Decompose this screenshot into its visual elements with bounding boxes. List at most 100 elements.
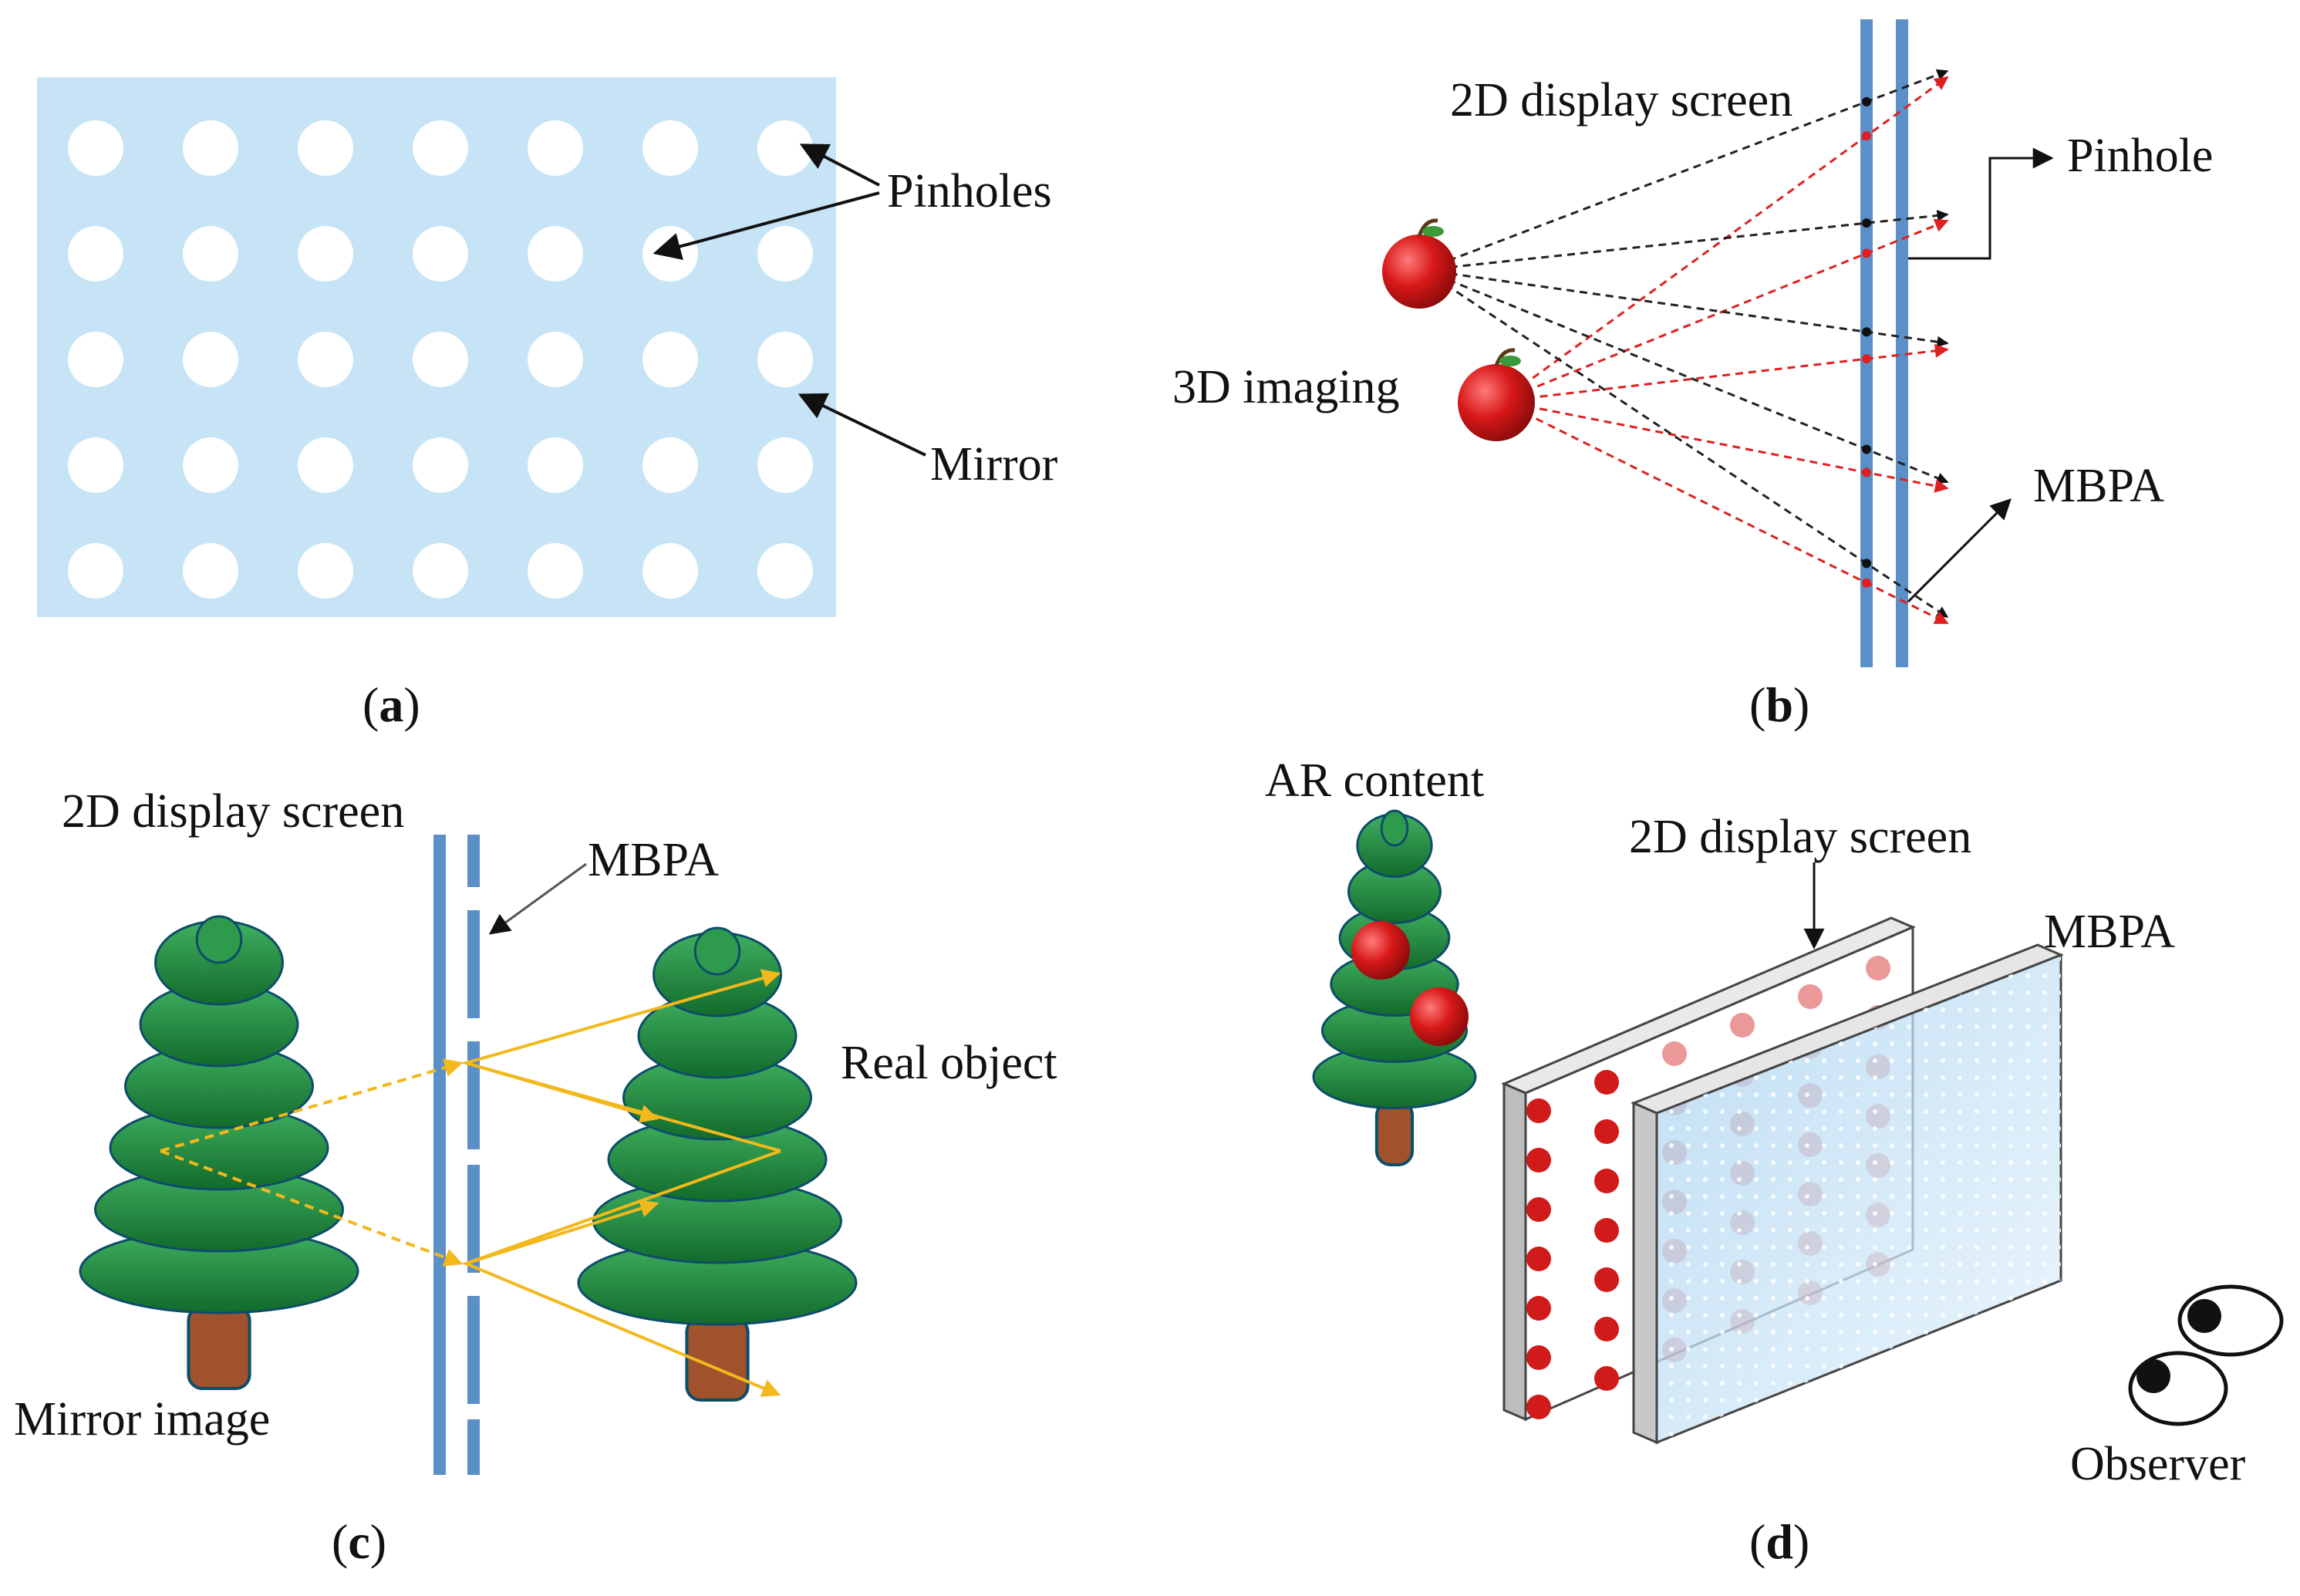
display-screen-label: 2D display screen (1450, 74, 1792, 127)
mbpa-panel (1631, 943, 2064, 1445)
observer-eyes (2128, 1284, 2284, 1426)
virtual-ray (160, 1149, 464, 1267)
reflected-ray (465, 1200, 659, 1265)
apple-thumbnail (1594, 1366, 1619, 1391)
ray-dot (1862, 131, 1871, 141)
ray-dot (1862, 96, 1871, 106)
red-ray (1500, 400, 1949, 625)
pinhole (642, 437, 698, 493)
apple (1410, 987, 1469, 1046)
pinhole (642, 120, 698, 176)
pinhole (528, 226, 583, 282)
apple-thumbnail (1594, 1119, 1619, 1144)
mbpa-label: MBPA (2044, 906, 2175, 958)
apple-thumbnail (1526, 1148, 1551, 1173)
pinhole (757, 437, 813, 493)
mirror-label: Mirror (930, 438, 1058, 491)
apple-thumbnail (1594, 1218, 1619, 1243)
ray-dot (1862, 467, 1871, 477)
display-screen-label: 2D display screen (1629, 811, 1971, 863)
panel-b: 2D display screen 3D imaging Pinhole MBP… (1172, 19, 2213, 732)
tree-trunk (187, 1305, 251, 1390)
virtual-ray (160, 1058, 464, 1152)
black-ray (1423, 268, 1949, 348)
pinhole (298, 543, 353, 599)
apple-thumbnail (1730, 1013, 1755, 1038)
caption-d: (d) (1749, 1514, 1809, 1569)
apple-thumbnail (1526, 1197, 1551, 1222)
pinhole (298, 332, 353, 387)
mbpa-segment (467, 1419, 480, 1475)
tree-tip (1380, 809, 1409, 847)
tree-tip (693, 926, 741, 976)
mbpa-segment (467, 1165, 480, 1273)
pinhole (183, 543, 238, 599)
caption-b: (b) (1749, 677, 1809, 732)
pinholes-arrow-2 (653, 191, 880, 260)
mbpa-pointer (488, 862, 587, 935)
mbpa-segment (467, 910, 480, 1018)
caption-c: (c) (332, 1514, 386, 1569)
ray-dot (1862, 218, 1871, 228)
mbpa-segment (467, 1296, 480, 1404)
apple-thumbnail (1662, 1041, 1687, 1066)
panel-c: 2D display screen MBPA Real object Mirro… (14, 785, 1057, 1569)
pinhole (528, 332, 583, 387)
tree-tip (195, 915, 243, 964)
apple-thumbnail (1798, 984, 1823, 1009)
ray-dot (1862, 444, 1871, 454)
pinhole (757, 226, 813, 282)
pinhole (183, 120, 238, 176)
pinhole (528, 120, 583, 176)
apple-thumbnail (1594, 1070, 1619, 1095)
pinhole (757, 332, 813, 387)
pinhole (68, 437, 123, 493)
mbpa-segment (467, 835, 480, 887)
apple-thumbnail (1526, 1296, 1551, 1321)
mbpa-pointer (1907, 498, 2012, 603)
panel-d: AR content 2D display screen MBPA Observ… (1265, 754, 2284, 1569)
pinhole (642, 226, 698, 282)
pinhole (68, 332, 123, 387)
pinhole (642, 332, 698, 387)
pinhole (68, 226, 123, 282)
pinhole (413, 332, 468, 387)
ar-content-tree (1312, 809, 1477, 1166)
pinhole (413, 120, 468, 176)
display-screen-bar (1860, 19, 1873, 667)
pinhole (413, 437, 468, 493)
pinhole (68, 543, 123, 599)
pinhole (413, 543, 468, 599)
pinhole (183, 332, 238, 387)
mbpa-label: MBPA (2033, 460, 2164, 512)
ar-content-label: AR content (1265, 754, 1484, 807)
apple-thumbnail (1866, 956, 1890, 980)
display-screen-bar (433, 835, 446, 1475)
mirror-image-label: Mirror image (14, 1393, 270, 1446)
pinholes-arrow-1 (799, 143, 880, 187)
apple-thumbnail (1594, 1169, 1619, 1193)
apple-thumbnail (1526, 1098, 1551, 1123)
mbpa-segment (467, 1041, 480, 1149)
black-ray (1423, 268, 1949, 484)
observer-label: Observer (2070, 1438, 2246, 1490)
apple-thumbnail (1594, 1317, 1619, 1341)
real-object-label: Real object (841, 1037, 1057, 1089)
pinhole (642, 543, 698, 599)
pinhole (757, 543, 813, 599)
pinhole-label: Pinhole (2067, 130, 2213, 182)
ray-dot (1862, 327, 1871, 337)
apple-lower (1458, 348, 1535, 441)
mbpa-bar (1896, 19, 1908, 667)
pinhole (757, 120, 813, 176)
display-screen-label: 2D display screen (62, 785, 404, 838)
pinhole (68, 120, 123, 176)
real-object-tree (577, 926, 858, 1402)
ray-dot (1862, 578, 1871, 588)
mirror-arrow (798, 393, 926, 457)
pinholes-label: Pinholes (887, 165, 1052, 218)
mirror-image-tree (79, 915, 359, 1390)
apple-upper (1382, 218, 1456, 309)
